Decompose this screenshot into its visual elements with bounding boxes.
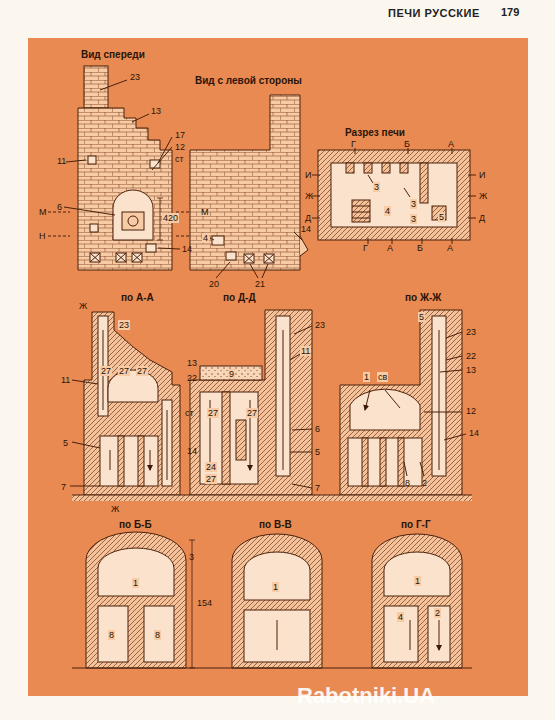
- view-heading: по А-А: [120, 293, 155, 303]
- callout-number: 23: [465, 327, 477, 337]
- callout-number: Б: [416, 243, 424, 253]
- callout-number: 24: [205, 462, 217, 472]
- callout-number: 27: [136, 366, 148, 376]
- callout-number: 14: [181, 244, 193, 254]
- callout-number: 23: [118, 320, 130, 330]
- callout-number: 8: [108, 630, 115, 640]
- callout-number: Г: [350, 139, 357, 149]
- callout-number: Г: [362, 243, 369, 253]
- callout-number: И: [304, 170, 312, 180]
- view-heading: Разрез печи: [344, 128, 406, 138]
- callout-number: 17: [174, 130, 186, 140]
- callout-number: 3: [410, 214, 417, 224]
- callout-number: 9: [228, 369, 235, 379]
- callout-number: 12: [174, 142, 186, 152]
- callout-number: 23: [129, 72, 141, 82]
- callout-number: 14: [186, 446, 198, 456]
- view-heading: по Б-Б: [118, 520, 153, 530]
- callout-number: Ж: [478, 191, 488, 201]
- callout-number: 4: [384, 206, 391, 216]
- callout-number: 6: [56, 202, 63, 212]
- callout-number: 8: [154, 630, 161, 640]
- callout-number: Д: [304, 213, 312, 223]
- callout-number: 2: [434, 608, 441, 618]
- callout-number: А: [446, 243, 454, 253]
- callout-number: 4: [397, 612, 404, 622]
- callout-number: 3: [188, 552, 195, 562]
- callout-number: 27: [207, 408, 219, 418]
- callout-number: 13: [150, 106, 162, 116]
- callout-number: ст: [174, 154, 185, 164]
- callout-number: Ж: [78, 301, 88, 311]
- callout-number: 13: [186, 358, 198, 368]
- callout-number: 5: [418, 312, 425, 322]
- callout-number: св: [377, 372, 388, 382]
- callout-number: М: [200, 207, 210, 217]
- view-heading: по В-В: [258, 520, 293, 530]
- callout-number: 8: [404, 478, 411, 488]
- callout-number: 1: [132, 578, 139, 588]
- view-heading: Вид спереди: [80, 50, 146, 60]
- callout-number: Д: [478, 213, 486, 223]
- callout-number: 5: [438, 212, 445, 222]
- page-heading: ПЕЧИ РУССКИЕ: [388, 7, 480, 19]
- callout-number: И: [478, 170, 486, 180]
- watermark: Rabotniki.UA: [296, 684, 436, 708]
- callout-number: Н: [38, 231, 47, 241]
- callout-number: 12: [465, 406, 477, 416]
- callout-number: 7: [314, 483, 321, 493]
- callout-number: 13: [465, 365, 477, 375]
- callout-number: 11: [300, 346, 311, 356]
- view-heading: по Ж-Ж: [404, 293, 442, 303]
- callout-number: 2: [421, 478, 428, 488]
- callout-number: 5: [314, 447, 321, 457]
- callout-number: 11: [56, 156, 67, 166]
- callout-number: 27: [205, 474, 217, 484]
- page-number: 179: [500, 7, 520, 17]
- callout-number: 14: [300, 224, 312, 234]
- callout-number: 21: [254, 279, 266, 289]
- callout-number: 27: [118, 366, 130, 376]
- view-heading: по Г-Г: [400, 520, 432, 530]
- callout-number: 1: [363, 372, 370, 382]
- callout-number: Б: [403, 139, 411, 149]
- callout-number: 420: [162, 213, 179, 223]
- callout-number: А: [447, 139, 455, 149]
- callout-number: 11: [60, 375, 71, 385]
- callout-number: 27: [246, 408, 258, 418]
- callout-number: Ж: [110, 504, 120, 514]
- callout-number: 20: [208, 279, 220, 289]
- callout-number: А: [386, 243, 394, 253]
- callout-number: 23: [314, 320, 326, 330]
- view-heading: Вид с левой стороны: [194, 76, 303, 86]
- callout-number: Ж: [304, 191, 314, 201]
- callout-number: 14: [468, 428, 480, 438]
- callout-number: 5: [62, 438, 69, 448]
- view-heading: по Д-Д: [222, 293, 257, 303]
- callout-number: 1: [414, 576, 421, 586]
- callout-number: М: [38, 207, 48, 217]
- callout-number: 3: [373, 182, 380, 192]
- callout-number: 27: [100, 366, 112, 376]
- callout-number: 3: [410, 199, 417, 209]
- callout-number: 7: [60, 482, 67, 492]
- callout-number: 1: [272, 582, 279, 592]
- callout-number: 4: [202, 233, 209, 243]
- callout-number: 22: [186, 373, 198, 383]
- callout-number: 154: [196, 598, 213, 608]
- callout-number: 22: [465, 351, 477, 361]
- callout-number: ст: [184, 408, 195, 418]
- callout-number: 6: [314, 424, 321, 434]
